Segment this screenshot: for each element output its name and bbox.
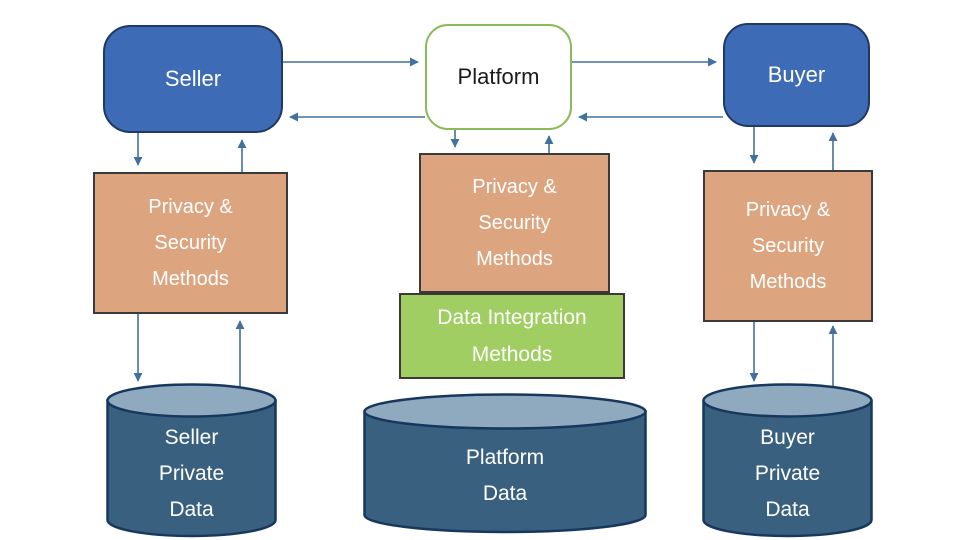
seller-private-data-cylinder: Seller Private Data (106, 383, 277, 538)
seller-private-data-label: Seller Private Data (158, 425, 225, 521)
buyer-privacy-security-box: Privacy & Security Methods (703, 170, 873, 322)
data-integration-methods-box: Data Integration Methods (399, 293, 625, 379)
database-cylinder-icon (363, 393, 647, 534)
seller-privacy-security-label: Privacy & Security Methods (148, 196, 233, 290)
platform-privacy-security-label: Privacy & Security Methods (472, 176, 557, 270)
platform-privacy-security-box: Privacy & Security Methods (419, 153, 610, 293)
platform-data-cylinder: Platform Data (363, 393, 647, 535)
platform-label: Platform (457, 64, 540, 89)
seller-node: Seller (103, 25, 283, 133)
buyer-node: Buyer (723, 23, 870, 127)
database-cylinder-icon (106, 383, 277, 538)
data-integration-methods-label: Data Integration Methods (437, 306, 587, 366)
database-cylinder-icon (702, 383, 873, 538)
seller-privacy-security-box: Privacy & Security Methods (93, 172, 288, 314)
platform-node: Platform (425, 24, 572, 130)
buyer-privacy-security-label: Privacy & Security Methods (745, 199, 831, 293)
buyer-label: Buyer (767, 62, 826, 87)
platform-data-label: Platform Data (465, 446, 545, 505)
buyer-private-data-cylinder: Buyer Private Data (702, 383, 873, 538)
buyer-private-data-label: Buyer Private Data (754, 425, 821, 521)
seller-label: Seller (164, 66, 222, 91)
